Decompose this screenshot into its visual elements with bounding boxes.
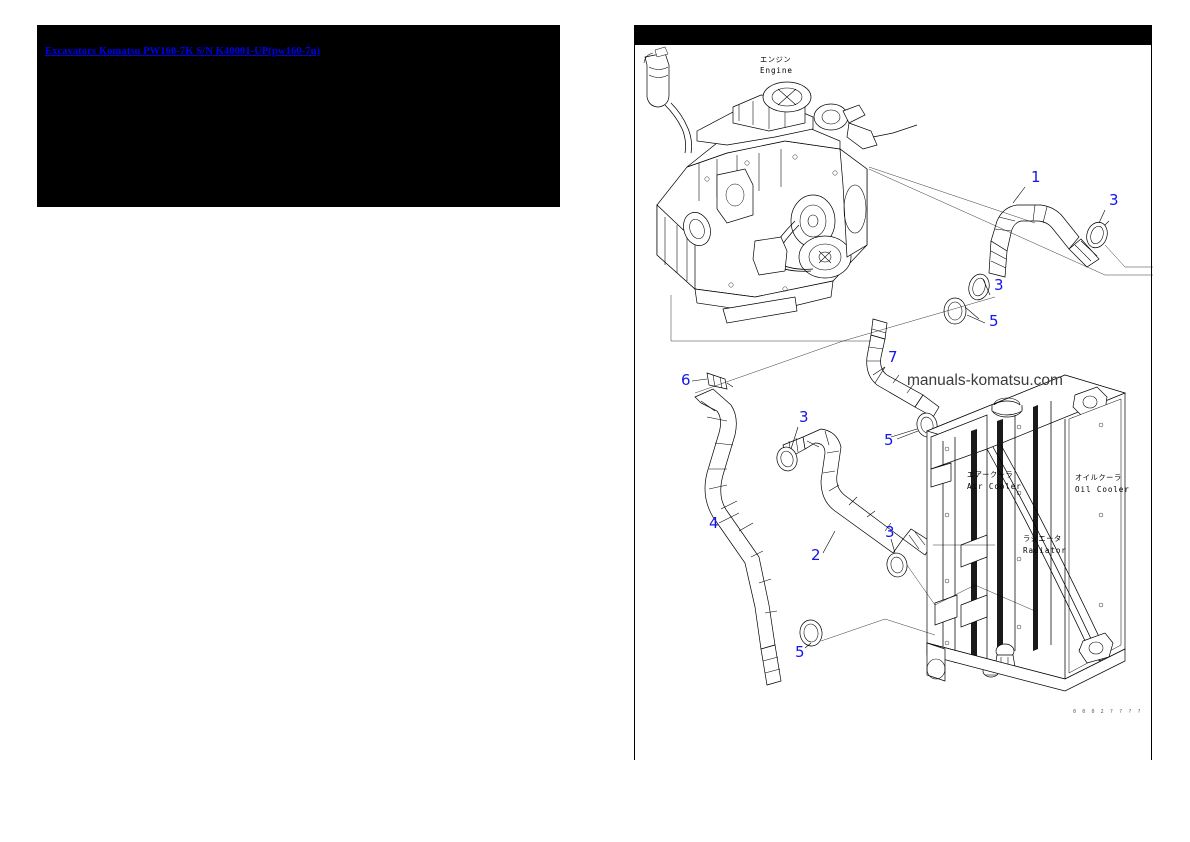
diagram-header-bar bbox=[635, 25, 1151, 45]
diagram-footer-code: 0 0 0 2 ? ? ? ? bbox=[1073, 709, 1142, 715]
leader-lines bbox=[670, 166, 1153, 649]
oil-cooler-label-en: Oil Cooler bbox=[1075, 485, 1130, 494]
clamp-3-hose2-upper bbox=[776, 446, 798, 472]
parts-diagram-panel: エンジン Engine bbox=[634, 25, 1153, 760]
engine-label-jp: エンジン bbox=[760, 55, 791, 64]
clamp-3-hose2-lower bbox=[886, 552, 908, 578]
hose-2-assembly bbox=[782, 428, 934, 556]
air-cooler-label-jp: エアークーラ bbox=[967, 470, 1013, 479]
clamp-5-upper bbox=[943, 297, 980, 325]
clamp-3-hose1-lower bbox=[968, 273, 990, 301]
callout-7: 7 bbox=[888, 348, 898, 366]
callout-1: 1 bbox=[1031, 168, 1041, 186]
radiator-label-jp: ラジエータ bbox=[1023, 534, 1062, 543]
callout-5-a: 5 bbox=[989, 312, 999, 330]
clamp-5-bottom bbox=[799, 619, 823, 647]
callout-5-c: 5 bbox=[795, 643, 805, 661]
radiator-cooler-assembly: エアークーラ Air Cooler ラジエータ Radiator オイルクーラ … bbox=[925, 374, 1130, 692]
air-cooler-label-en: Air Cooler bbox=[967, 482, 1022, 491]
callout-3-d: 3 bbox=[885, 523, 895, 541]
radiator-label-en: Radiator bbox=[1023, 546, 1067, 555]
callout-5-b: 5 bbox=[884, 431, 894, 449]
callout-3-c: 3 bbox=[799, 408, 809, 426]
parts-diagram-image: エンジン Engine bbox=[635, 45, 1153, 760]
callout-4: 4 bbox=[709, 514, 719, 532]
callout-2: 2 bbox=[811, 546, 821, 564]
clamp-3-upper-right bbox=[1086, 220, 1110, 249]
hose-1-assembly bbox=[988, 204, 1100, 278]
title-banner: Excavators Komatsu PW160-7K S/N K40001-U… bbox=[37, 25, 560, 207]
catalog-title-link[interactable]: Excavators Komatsu PW160-7K S/N K40001-U… bbox=[45, 46, 321, 57]
hose-4-assembly bbox=[694, 388, 782, 686]
watermark-text: manuals-komatsu.com bbox=[907, 372, 1063, 389]
engine-illustration: エンジン Engine bbox=[643, 46, 918, 324]
engine-label-en: Engine bbox=[760, 66, 793, 75]
oil-cooler-label-jp: オイルクーラ bbox=[1075, 473, 1122, 482]
callout-3-b: 3 bbox=[994, 276, 1004, 294]
callout-numbers: 1 3 3 5 7 5 6 3 4 2 3 5 bbox=[681, 168, 1119, 661]
callout-3-a: 3 bbox=[1109, 191, 1119, 209]
callout-6: 6 bbox=[681, 371, 691, 389]
clip-6 bbox=[706, 372, 734, 390]
hose-7-assembly bbox=[866, 318, 940, 418]
